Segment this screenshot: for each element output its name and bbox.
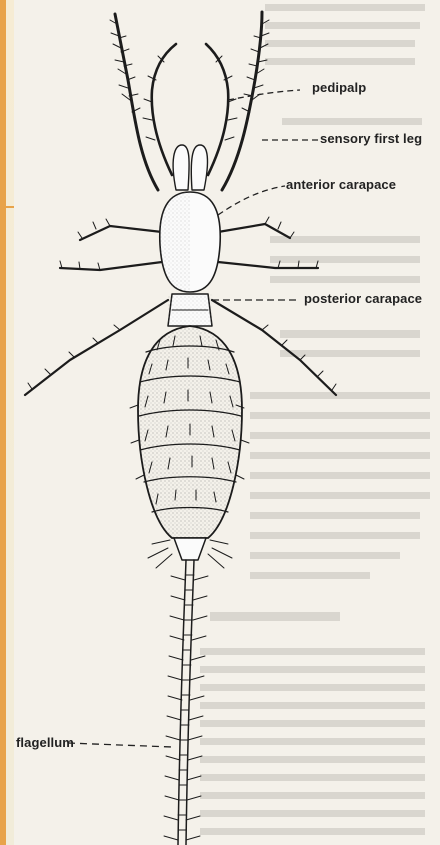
accent-bar-left	[0, 0, 6, 845]
label-flagellum: flagellum	[16, 735, 74, 750]
label-pedipalp: pedipalp	[312, 80, 366, 95]
label-sensory-first-leg: sensory first leg	[320, 131, 422, 146]
label-anterior-carapace: anterior carapace	[286, 177, 396, 192]
label-posterior-carapace: posterior carapace	[304, 291, 422, 306]
